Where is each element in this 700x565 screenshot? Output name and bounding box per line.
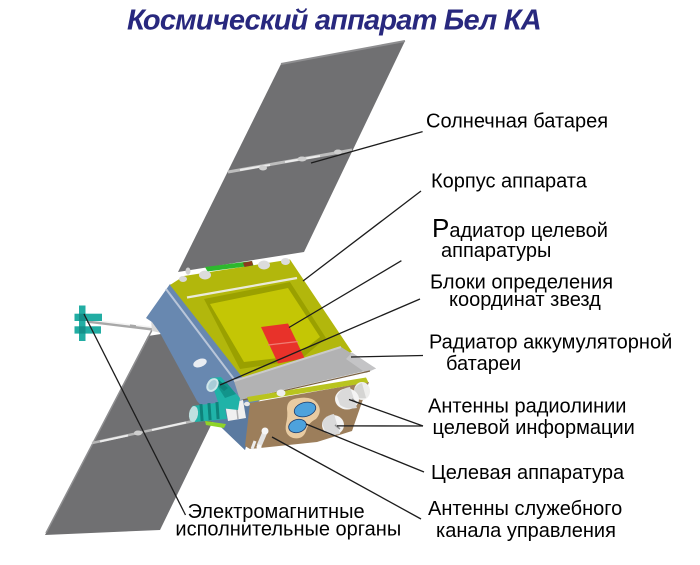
svg-text:Целевая аппаратура: Целевая аппаратура [431,462,625,484]
svg-text:Антенны служебного: Антенны служебного [428,498,622,520]
svg-text:Электромагнитные: Электромагнитные [188,501,365,523]
svg-text:аппаратуры: аппаратуры [441,240,551,262]
svg-text:Солнечная батарея: Солнечная батарея [426,111,608,133]
svg-text:исполнительные органы: исполнительные органы [175,519,401,541]
svg-text:Антенны радиолинии: Антенны радиолинии [428,396,626,418]
svg-text:Радиатор аккумуляторной: Радиатор аккумуляторной [429,332,672,354]
svg-text:Радиатор целевой: Радиатор целевой [432,213,608,243]
svg-text:целевой информации: целевой информации [433,417,635,439]
svg-text:батареи: батареи [446,353,521,375]
svg-text:Корпус аппарата: Корпус аппарата [431,171,588,193]
svg-text:канала управления: канала управления [436,520,616,542]
svg-text:Блоки определения: Блоки определения [430,272,613,294]
svg-text:координат звезд: координат звезд [449,289,601,311]
svg-text:Космический аппарат Бел КА: Космический аппарат Бел КА [127,5,541,37]
